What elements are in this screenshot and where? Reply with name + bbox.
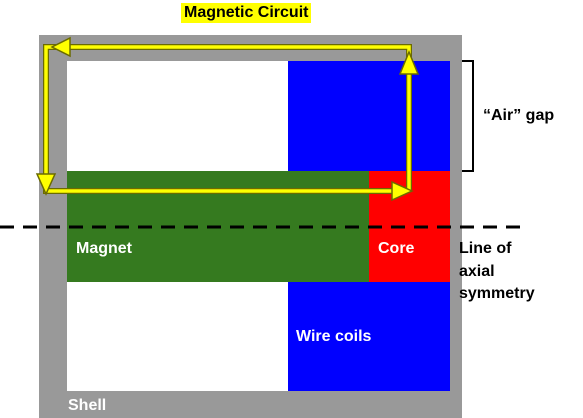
- air-region-top: [67, 61, 288, 171]
- magnet-label: Magnet: [76, 240, 132, 257]
- diagram-title: Magnetic Circuit: [181, 3, 312, 23]
- flux-arrowhead-left: [50, 36, 71, 58]
- axis-label-line1: Line of: [459, 240, 512, 257]
- wire-coils-label: Wire coils: [296, 328, 372, 345]
- shell-label: Shell: [68, 397, 107, 414]
- flux-arrowhead-up: [398, 50, 420, 75]
- air-gap-label: “Air” gap: [483, 107, 555, 124]
- axis-label-line3: symmetry: [459, 285, 535, 302]
- flux-arrowhead-right: [391, 180, 414, 202]
- wire-coil-top: [288, 61, 450, 171]
- flux-path-line: [44, 45, 411, 193]
- axis-label-line2: axial: [459, 263, 495, 280]
- core-label: Core: [378, 240, 415, 257]
- flux-arrowhead-down: [35, 173, 57, 196]
- wire-coil-bottom: [288, 282, 450, 391]
- air-gap-bracket: [462, 60, 474, 172]
- magnetic-flux-path: [35, 36, 420, 202]
- flux-path-outline: [43, 44, 412, 194]
- air-region-bottom: [67, 282, 288, 391]
